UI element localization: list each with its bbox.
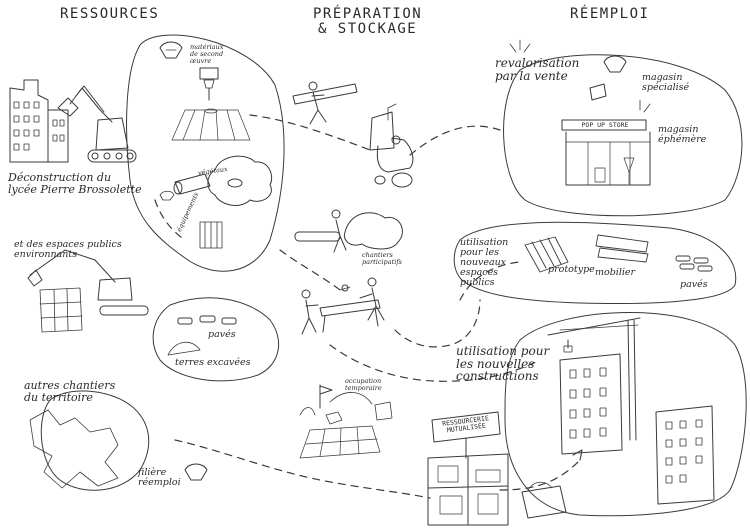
label-espaces-publics: et des espaces publics environnants	[14, 239, 122, 260]
label-paves-reuse: pavés	[680, 279, 708, 290]
soil-mound	[168, 342, 200, 355]
forklift	[370, 104, 413, 187]
header-ressources: RESSOURCES	[60, 6, 160, 22]
public-spaces-blob	[454, 222, 736, 303]
veg-cloud	[208, 156, 272, 205]
resale-blob	[504, 55, 742, 216]
label-paves-resources: pavés	[208, 329, 236, 340]
temp-occupation	[300, 385, 392, 424]
label-magasin-specialise: magasin spécialisé	[642, 72, 690, 93]
label-revalorisation: revalorisation par la vente	[495, 56, 580, 83]
label-autres-chantiers: autres chantiers du territoire	[24, 379, 116, 404]
territory-map	[30, 410, 118, 488]
label-mobilier: mobilier	[595, 267, 636, 278]
label-terres: terres excavées	[175, 357, 251, 368]
logs-icon	[160, 174, 242, 200]
sink-icon-3	[604, 56, 626, 72]
faucet-icon	[590, 84, 606, 100]
label-occupation: occupation temporaire	[345, 377, 382, 392]
label-utilisation-espaces: utilisation pour les nouveaux espaces pu…	[460, 237, 509, 288]
resources-blob	[127, 35, 284, 271]
sink-icon-2	[185, 464, 207, 480]
site-patch	[41, 391, 148, 490]
lycee-building	[10, 80, 68, 162]
label-prototype: prototype	[548, 264, 595, 275]
paves-stones	[178, 316, 236, 324]
label-chantiers: chantiers participatifs	[362, 251, 403, 266]
pop-up-store-sign: POP UP STORE	[581, 121, 629, 129]
workshop-scene	[302, 278, 384, 334]
excavator-2	[28, 250, 148, 315]
building-2	[656, 406, 714, 504]
label-materiaux: matériaux de second œuvre	[190, 43, 224, 65]
label-magasin-ephemere: magasin éphémère	[658, 124, 707, 145]
ceiling-light	[172, 109, 250, 140]
checkered-ground	[300, 426, 380, 458]
paves-stack	[676, 256, 712, 271]
mobilier-bench	[596, 235, 648, 262]
sink-icon	[160, 42, 182, 58]
header-reemploi: RÉEMPLOI	[570, 6, 650, 22]
material-crate	[522, 482, 566, 518]
label-utilisation-constructions: utilisation pour les nouvelles construct…	[456, 344, 550, 384]
ressourcerie-shelf	[428, 412, 508, 525]
pavement-block	[40, 288, 82, 332]
excavator	[58, 86, 136, 162]
worker-cloud	[344, 213, 402, 249]
label-deconstruction: Déconstruction du lycée Pierre Brossolet…	[8, 171, 142, 196]
equipment-icon	[200, 222, 222, 248]
pop-up-store	[562, 120, 650, 185]
paves-blob	[153, 298, 278, 381]
basketball-hoop	[200, 68, 218, 100]
construction-blob	[505, 313, 746, 516]
worker-roll	[295, 210, 346, 252]
crane	[548, 318, 640, 440]
prototype-bench	[525, 237, 568, 272]
label-filiere: filière réemploi	[138, 467, 181, 488]
building-1	[560, 354, 622, 454]
header-preparation: PRÉPARATION & STOCKAGE	[313, 6, 423, 37]
worker-beam	[293, 82, 357, 124]
